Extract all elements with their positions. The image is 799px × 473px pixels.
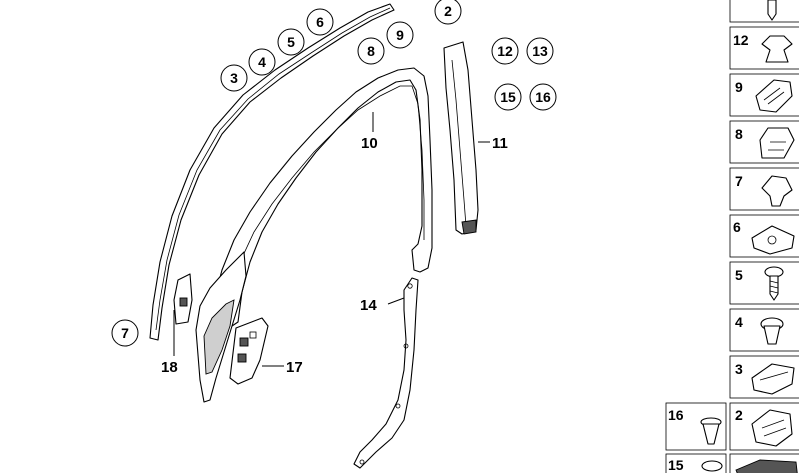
svg-text:15: 15 [500, 89, 516, 105]
svg-text:7: 7 [121, 325, 129, 341]
legend-box-5 [729, 261, 799, 305]
svg-text:9: 9 [735, 79, 743, 95]
svg-text:13: 13 [532, 43, 548, 59]
clip-icon [755, 79, 793, 113]
svg-text:12: 12 [733, 32, 749, 48]
callout-5: 5 [277, 28, 305, 56]
svg-text:3: 3 [230, 70, 238, 86]
callout-2: 2 [434, 0, 462, 25]
svg-text:15: 15 [668, 457, 684, 473]
clip-icon [761, 35, 793, 63]
callout-3: 3 [220, 64, 248, 92]
clip-icon [751, 409, 793, 447]
svg-text:6: 6 [316, 14, 324, 30]
clip-icon [751, 363, 795, 395]
svg-text:5: 5 [735, 267, 743, 283]
trim-piece-icon [735, 459, 798, 473]
callout-6: 6 [306, 8, 334, 36]
fastener-legend: 12 9 8 7 6 5 4 [665, 0, 799, 473]
mirror-triangle-trim [195, 251, 269, 403]
svg-text:7: 7 [735, 173, 743, 189]
lower-door-seal [353, 277, 419, 469]
svg-text:12: 12 [497, 43, 513, 59]
legend-box-top [729, 0, 799, 23]
callout-13: 13 [526, 37, 554, 65]
callout-16: 16 [529, 83, 557, 111]
callout-9: 9 [386, 21, 414, 49]
label-18: 18 [161, 359, 178, 376]
label-11: 11 [492, 135, 508, 152]
svg-text:4: 4 [735, 314, 743, 330]
svg-text:5: 5 [287, 34, 295, 50]
nut-clip-icon [751, 225, 795, 255]
svg-text:16: 16 [668, 407, 684, 423]
callout-7: 7 [111, 319, 139, 347]
clip-icon [761, 175, 793, 207]
cap-icon [701, 460, 723, 472]
b-pillar-trim [443, 41, 479, 235]
svg-text:3: 3 [735, 361, 743, 377]
svg-text:16: 16 [535, 89, 551, 105]
label-17: 17 [286, 359, 303, 376]
svg-text:2: 2 [444, 3, 452, 19]
label-10: 10 [361, 135, 378, 152]
svg-text:2: 2 [735, 407, 743, 423]
expanding-rivet-icon [760, 317, 784, 345]
callout-15: 15 [494, 83, 522, 111]
svg-text:8: 8 [367, 43, 375, 59]
label-14: 14 [360, 297, 377, 314]
small-bracket [173, 273, 193, 325]
roof-trim-strip [149, 3, 395, 341]
callout-8: 8 [357, 37, 385, 65]
callout-12: 12 [491, 37, 519, 65]
rivet-icon [700, 417, 722, 445]
svg-text:6: 6 [733, 219, 741, 235]
screw-icon [764, 266, 784, 301]
clip-icon [759, 127, 795, 159]
leader-lines [173, 112, 490, 367]
svg-text:9: 9 [396, 27, 404, 43]
screw-icon [767, 0, 777, 21]
svg-text:8: 8 [735, 126, 743, 142]
callout-4: 4 [248, 48, 276, 76]
svg-text:4: 4 [258, 54, 266, 70]
